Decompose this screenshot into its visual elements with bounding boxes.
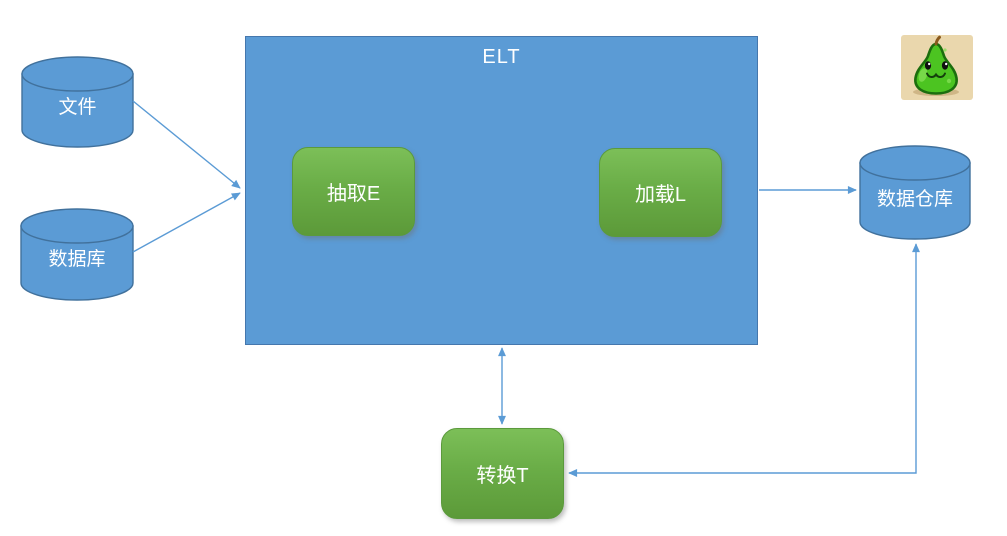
database-source-cylinder (20, 208, 134, 301)
load-label: 加载L (634, 184, 687, 206)
arrow-file-to-elt (132, 100, 241, 189)
arrow-warehouse-transform-elbow (568, 243, 920, 477)
extract-node: 抽取E (292, 147, 415, 236)
file-source-cylinder (21, 56, 134, 148)
load-node: 加载L (599, 148, 722, 237)
arrow-database-to-elt (132, 192, 241, 253)
data-warehouse-cylinder (859, 145, 971, 240)
pear-mascot-icon (901, 35, 973, 100)
transform-node: 转换T (441, 428, 564, 519)
extract-label: 抽取E (326, 183, 381, 205)
transform-label: 转换T (476, 465, 529, 487)
elt-title: ELT (482, 46, 521, 68)
